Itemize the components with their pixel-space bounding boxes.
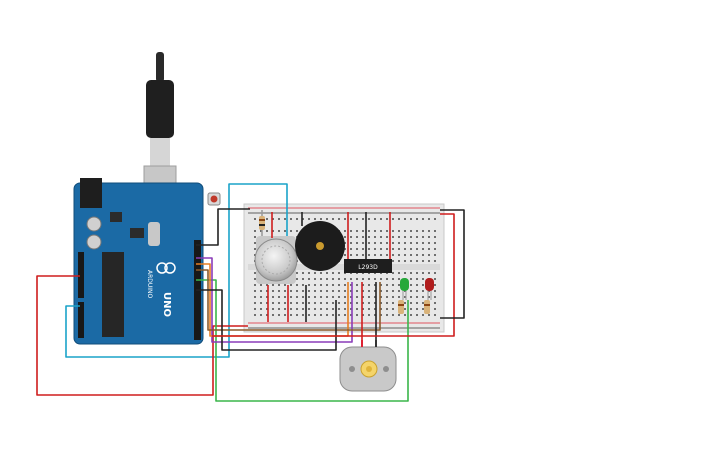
wire-brown[interactable] <box>196 269 381 331</box>
wire-blue[interactable] <box>65 183 288 358</box>
analog-header[interactable] <box>78 302 84 338</box>
dc-power-jack[interactable] <box>80 178 102 208</box>
wire-orange[interactable] <box>196 263 349 337</box>
reset-button[interactable] <box>210 195 218 203</box>
wire-black[interactable] <box>196 289 337 351</box>
resistor[interactable] <box>398 300 404 314</box>
wire-black[interactable] <box>440 209 465 319</box>
motor-driver-chip[interactable]: L293D <box>344 259 392 273</box>
green-led[interactable] <box>400 278 409 300</box>
motor-driver-label: L293D <box>358 264 378 271</box>
resistor[interactable] <box>259 210 265 236</box>
piezo-buzzer[interactable] <box>295 221 345 271</box>
wire-red[interactable] <box>212 213 455 337</box>
model-label: UNO <box>161 292 172 317</box>
dc-motor[interactable] <box>339 340 397 392</box>
power-header[interactable] <box>78 252 84 298</box>
wire-purple[interactable] <box>196 257 353 343</box>
gas-sensor[interactable] <box>254 236 298 284</box>
arduino-uno-board[interactable]: ARDUINO UNO <box>73 178 221 345</box>
red-led[interactable] <box>425 278 434 300</box>
wire-red[interactable] <box>36 275 248 396</box>
brand-label: ARDUINO <box>146 270 153 299</box>
wires <box>36 183 465 402</box>
atmega-chip <box>102 252 124 337</box>
resistor[interactable] <box>424 300 430 314</box>
arduino-logo-icon <box>156 262 176 274</box>
wire-black[interactable] <box>196 208 250 246</box>
